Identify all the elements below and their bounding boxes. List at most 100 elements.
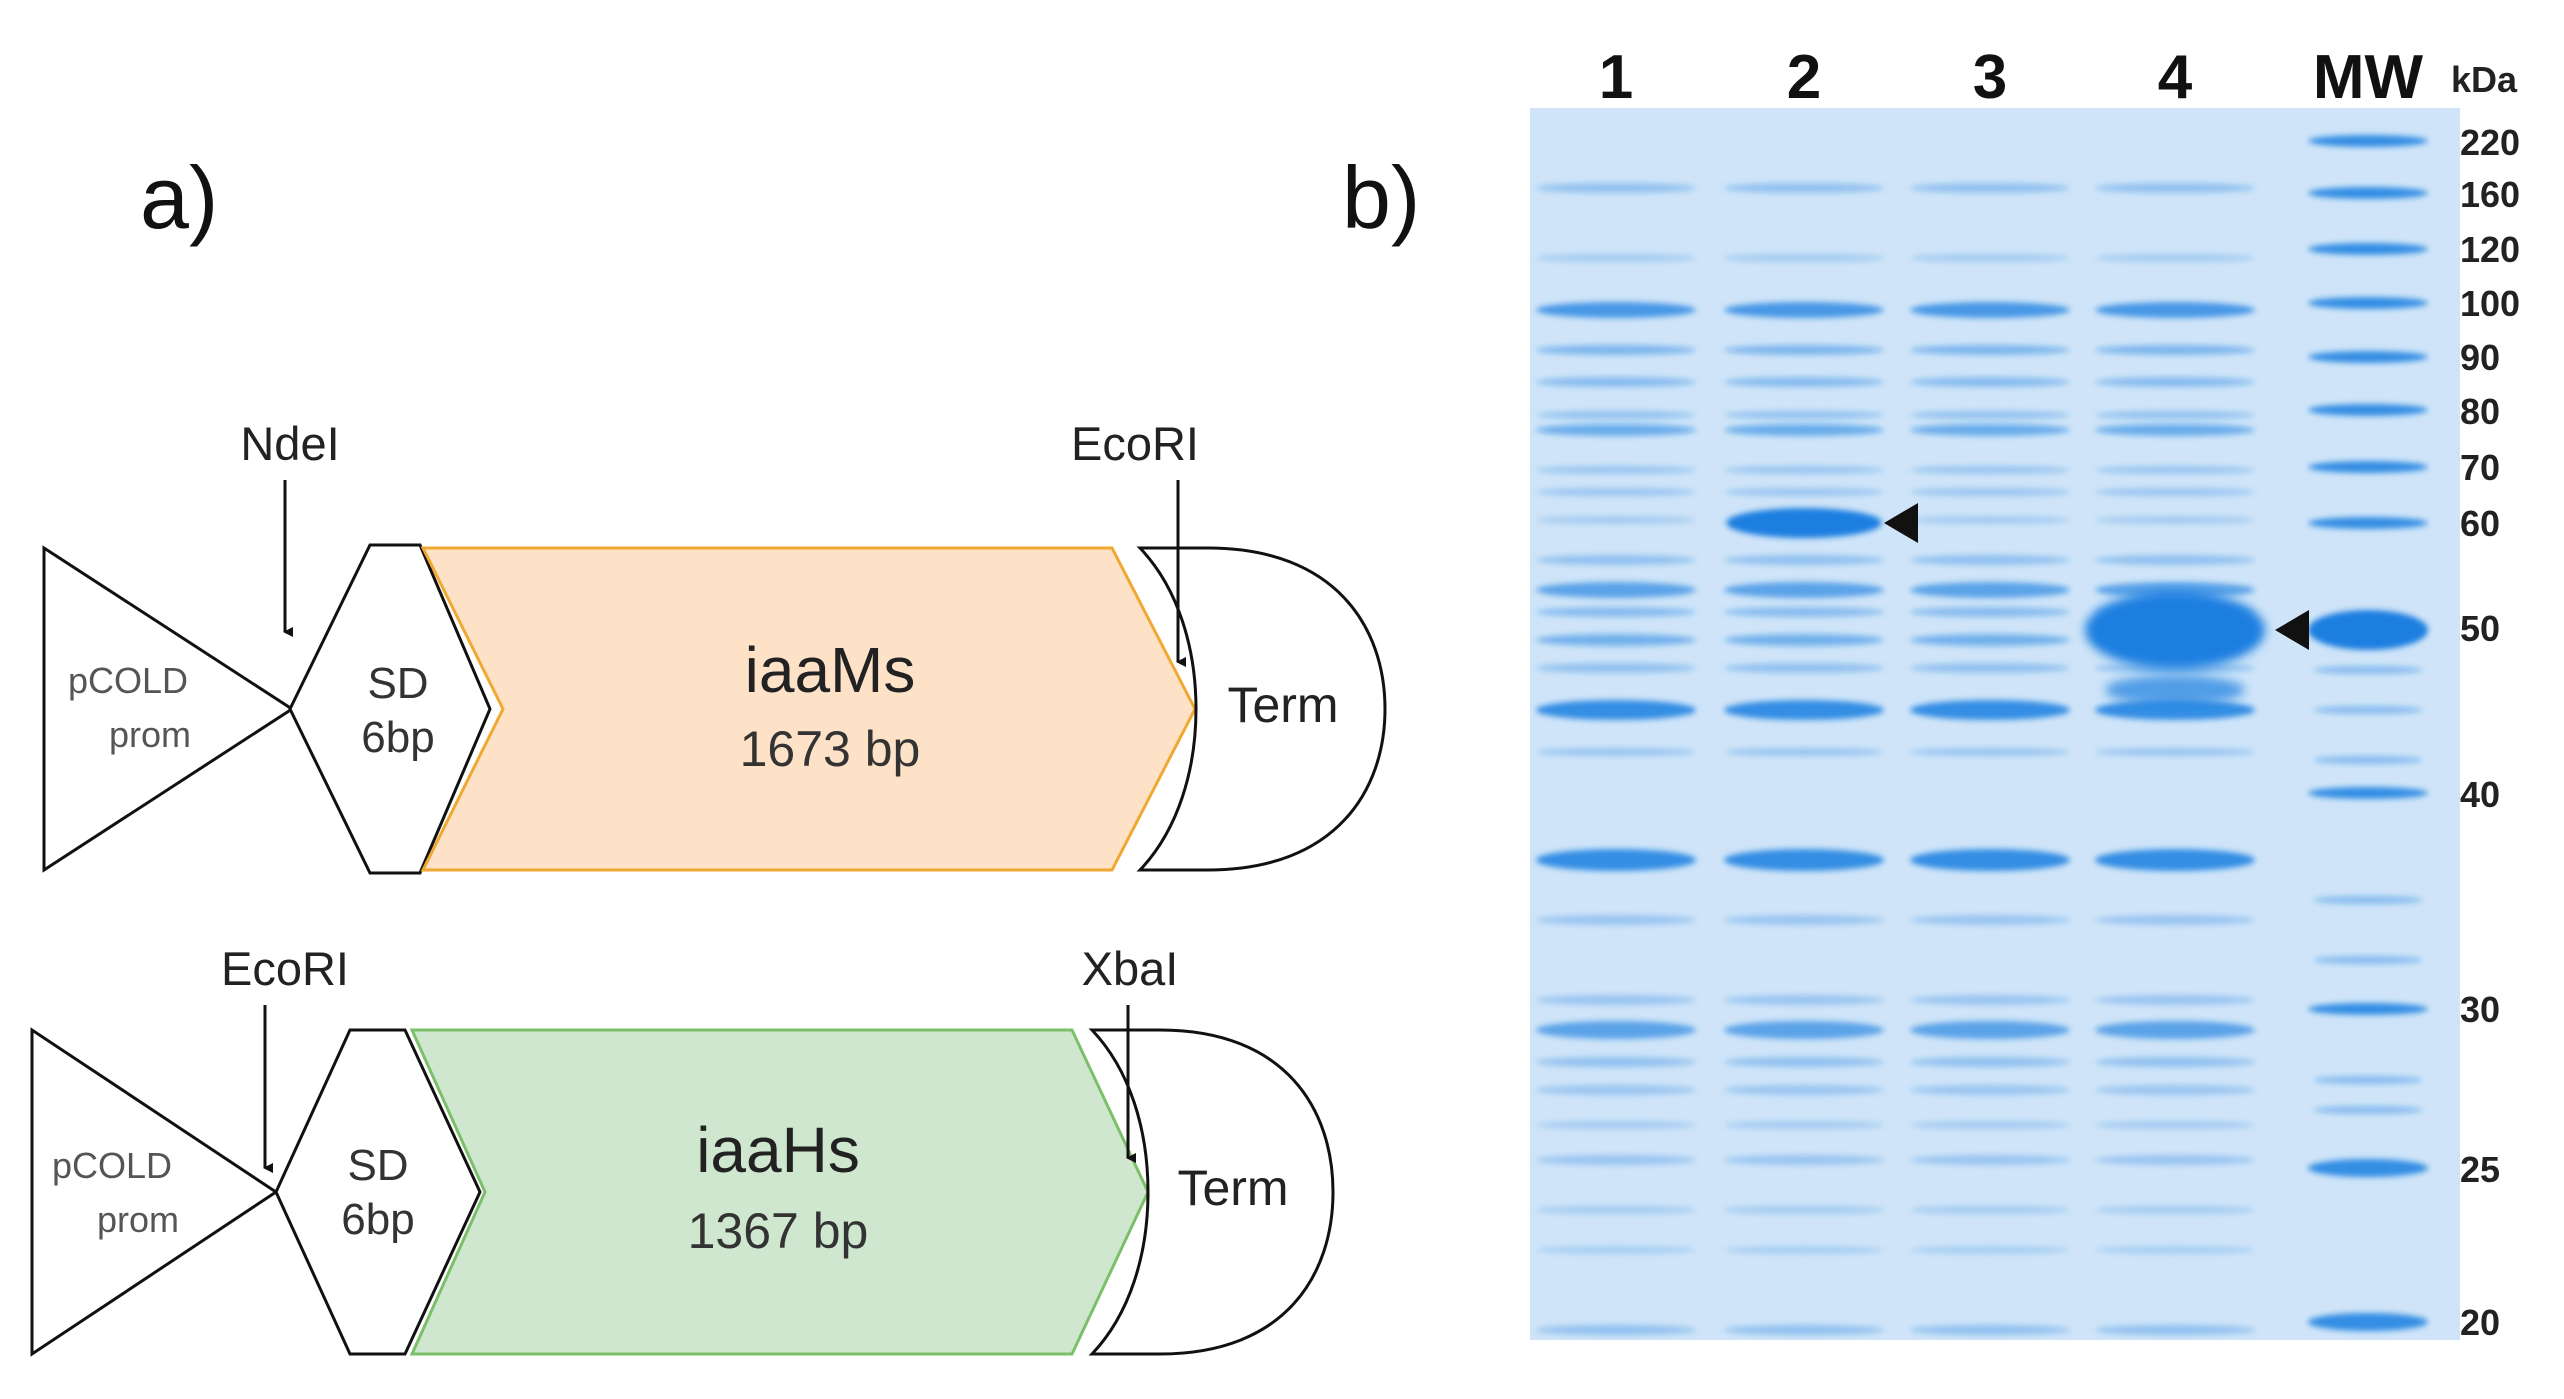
lane-2-band bbox=[1724, 995, 1884, 1005]
lane-2-band bbox=[1724, 582, 1884, 598]
lane-3-band bbox=[1910, 1246, 2070, 1254]
marker-band-minor bbox=[2313, 956, 2423, 964]
lane-3-band bbox=[1910, 1085, 2070, 1095]
lane-2-band bbox=[1724, 466, 1884, 474]
band-arrowhead-lane-4 bbox=[2275, 610, 2309, 650]
lane-4-band bbox=[2095, 1121, 2255, 1129]
lane-2-band bbox=[1724, 1325, 1884, 1335]
lane-3-band bbox=[1910, 345, 2070, 355]
marker-band-50kda bbox=[2308, 610, 2428, 650]
lane-4-band bbox=[2095, 1021, 2255, 1039]
band-arrows bbox=[1884, 503, 2309, 650]
lane-1-band bbox=[1536, 663, 1696, 673]
lane-1-band bbox=[1536, 700, 1696, 720]
lane-3-band bbox=[1910, 1021, 2070, 1039]
lane-2-band bbox=[1724, 1246, 1884, 1254]
lane-2-band bbox=[1724, 411, 1884, 419]
terminator-shape bbox=[1136, 546, 1387, 872]
lane-2-band bbox=[1724, 302, 1884, 318]
lane-4-band bbox=[2095, 424, 2255, 436]
lane-1-band bbox=[1536, 1206, 1696, 1214]
lane-4-band bbox=[2095, 1155, 2255, 1165]
lane-1-band bbox=[1536, 607, 1696, 617]
lane-4-band bbox=[2095, 254, 2255, 262]
lane-3-band bbox=[1910, 748, 2070, 756]
lane-2-band bbox=[1724, 1121, 1884, 1129]
lane-4-band bbox=[2095, 849, 2255, 871]
gene-name: iaaMs bbox=[745, 634, 916, 706]
lane-1-band bbox=[1536, 254, 1696, 262]
lane-1-band bbox=[1536, 516, 1696, 524]
lane-4-overexpressed-band bbox=[2085, 591, 2265, 669]
gene-block-iaahs bbox=[409, 1028, 1150, 1356]
marker-band-minor bbox=[2313, 666, 2423, 674]
lane-2-band bbox=[1724, 663, 1884, 673]
gel-bands bbox=[1536, 135, 2428, 1335]
lane-1-band bbox=[1536, 302, 1696, 318]
lane-1-band bbox=[1536, 1155, 1696, 1165]
marker-band-90kda bbox=[2308, 351, 2428, 363]
lane-3-band bbox=[1910, 700, 2070, 720]
lane-1-band bbox=[1536, 183, 1696, 193]
marker-label-100kda: 100 bbox=[2460, 283, 2520, 324]
lane-1-band bbox=[1536, 995, 1696, 1005]
lane-3-band bbox=[1910, 254, 2070, 262]
lane-4-band bbox=[2095, 915, 2255, 925]
sd-shape bbox=[288, 543, 492, 875]
lane-4-band bbox=[2095, 1246, 2255, 1254]
lane-3-band bbox=[1910, 302, 2070, 318]
upstream-site-label: NdeI bbox=[240, 417, 339, 470]
lane-2-overexpressed-band bbox=[1726, 508, 1882, 538]
lane-3-band bbox=[1910, 1325, 2070, 1335]
lane-1-band bbox=[1536, 1246, 1696, 1254]
lane-4-band bbox=[2095, 183, 2255, 193]
marker-band-220kda bbox=[2308, 135, 2428, 147]
upstream-site-label: EcoRI bbox=[221, 942, 349, 995]
marker-band-25kda bbox=[2308, 1159, 2428, 1177]
construct-iaams: pCOLD prom SD 6bp iaaMs 1673 bp Term Nde… bbox=[42, 417, 1387, 875]
lane-label-1: 1 bbox=[1599, 43, 1633, 112]
lane-2-band bbox=[1724, 1206, 1884, 1214]
lane-2-band bbox=[1724, 1021, 1884, 1039]
lane-4-band bbox=[2095, 488, 2255, 496]
lane-2-band bbox=[1724, 254, 1884, 262]
marker-label-90kda: 90 bbox=[2460, 337, 2500, 378]
lane-1-band bbox=[1536, 849, 1696, 871]
gene-size: 1673 bp bbox=[740, 721, 921, 777]
lane-3-band bbox=[1910, 411, 2070, 419]
lane-3-band bbox=[1910, 1206, 2070, 1214]
lane-1-band bbox=[1536, 488, 1696, 496]
lane-2-band bbox=[1724, 488, 1884, 496]
marker-band-minor bbox=[2313, 896, 2423, 904]
promoter-shape bbox=[30, 1027, 279, 1357]
lane-1-band bbox=[1536, 1325, 1696, 1335]
marker-label-50kda: 50 bbox=[2460, 608, 2500, 649]
marker-label-80kda: 80 bbox=[2460, 391, 2500, 432]
marker-band-40kda bbox=[2308, 787, 2428, 799]
gene-size: 1367 bp bbox=[688, 1203, 869, 1259]
marker-band-minor bbox=[2313, 706, 2423, 714]
gene-block-iaams bbox=[420, 546, 1197, 872]
marker-band-minor bbox=[2313, 1076, 2423, 1084]
terminator-label: Term bbox=[1227, 677, 1338, 733]
promoter-shape bbox=[42, 545, 295, 873]
lane-2-band bbox=[1724, 915, 1884, 925]
marker-band-minor bbox=[2313, 756, 2423, 764]
sd-label-line2: 6bp bbox=[361, 713, 434, 762]
promoter-label-line2: prom bbox=[109, 714, 191, 755]
lane-2-band bbox=[1724, 1085, 1884, 1095]
marker-label-60kda: 60 bbox=[2460, 503, 2500, 544]
promoter-label-line2: prom bbox=[97, 1199, 179, 1240]
lane-1-band bbox=[1536, 466, 1696, 474]
lane-3-band bbox=[1910, 1155, 2070, 1165]
marker-band-60kda bbox=[2308, 517, 2428, 529]
lane-3-band bbox=[1910, 582, 2070, 598]
lane-1-band bbox=[1536, 1121, 1696, 1129]
lane-4-band bbox=[2095, 466, 2255, 474]
gene-name: iaaHs bbox=[696, 1114, 860, 1186]
lane-1-band bbox=[1536, 411, 1696, 419]
lane-4-band bbox=[2095, 411, 2255, 419]
lane-3-band bbox=[1910, 634, 2070, 646]
